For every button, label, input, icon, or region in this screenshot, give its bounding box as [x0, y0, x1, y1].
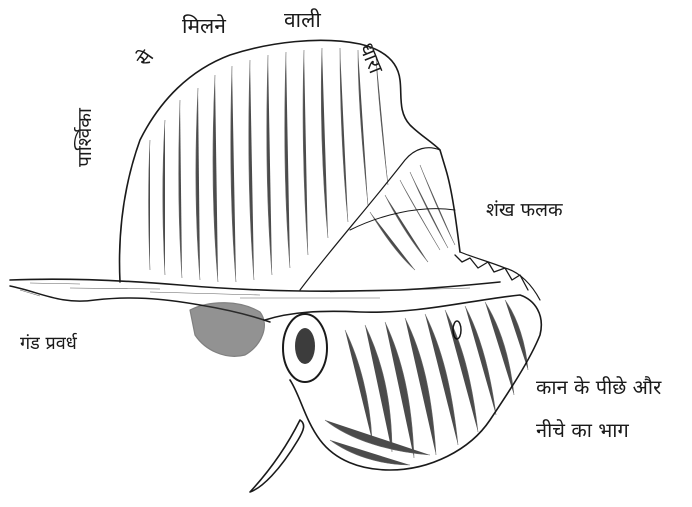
parietal-border-label-word-4: वाली: [284, 10, 321, 31]
zygomatic-process-label: गंड प्रवर्ध: [20, 335, 77, 353]
squama-hatching: [149, 48, 389, 282]
upper-border-ridge: [460, 252, 540, 300]
mastoid-hatching: [325, 300, 528, 465]
parietal-border-label-word-1: पार्श्विका: [76, 108, 95, 167]
articular-fossa: [190, 303, 264, 357]
squamous-plate-outline: [120, 40, 460, 282]
styloid-process: [250, 420, 304, 492]
parietal-border-label-word-3: मिलने: [182, 16, 226, 37]
mastoid-part-label-line-2: नीचे का भाग: [536, 420, 629, 440]
squamous-plate-label: शंख फलक: [486, 201, 563, 220]
mastoid-part-label-line-1: कान के पीछे और: [536, 377, 661, 397]
ear-canal-inner: [295, 328, 315, 364]
squama-ridge: [300, 148, 440, 290]
